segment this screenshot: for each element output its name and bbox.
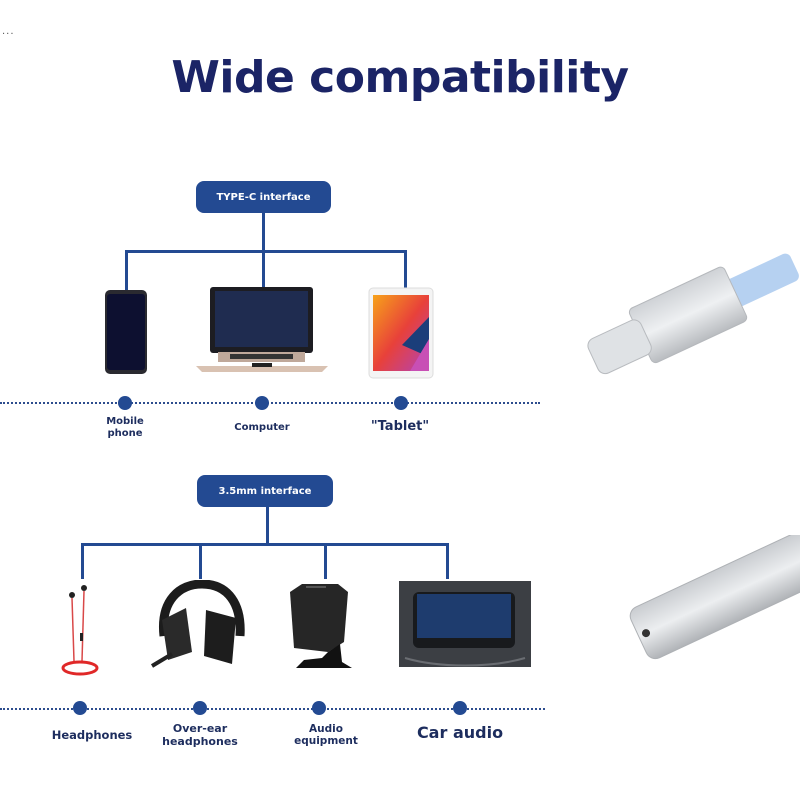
device-label-headphones: Headphones [51,728,133,742]
tree-connector [81,543,84,579]
timeline-node [73,701,87,715]
type-c-connector-product-image [587,253,799,375]
tree-connector [125,250,128,290]
car-stereo-icon [399,581,531,667]
tree-connector [324,543,327,579]
timeline-node [193,701,207,715]
device-label-over-ear-headphones: Over-ear headphones [162,722,238,748]
device-label-audio-equipment: Audio equipment [294,723,358,748]
device-label-tablet: "Tablet" [370,419,430,434]
speaker-icon [290,584,352,668]
timeline-dotted-line [0,402,540,404]
earphones-icon [61,585,99,676]
laptop-icon [196,287,328,372]
audio-interface-label: 3.5mm interface [218,485,312,497]
tablet-icon [368,287,434,379]
tree-connector [262,213,265,251]
tree-connector [404,250,407,288]
type-c-interface-label: TYPE-C interface [216,191,311,203]
corner-mark: ... [2,26,15,37]
tree-connector [81,543,449,546]
device-label-mobile-phone: Mobile phone [106,416,144,439]
tree-connector [262,250,265,288]
page-title: Wide compatibility [171,52,629,103]
over-ear-headphones-icon [150,580,245,668]
audio-jack-product-image [629,535,800,660]
audio-interface-badge: 3.5mm interface [197,475,333,507]
type-c-interface-badge: TYPE-C interface [196,181,331,213]
timeline-node [312,701,326,715]
device-label-computer: Computer [234,422,290,433]
timeline-dotted-line [0,708,545,710]
tree-connector [199,543,202,579]
smartphone-icon [105,290,147,374]
timeline-node [394,396,408,410]
tree-connector [446,543,449,579]
tree-connector [125,250,407,253]
timeline-node [118,396,132,410]
tree-connector [266,507,269,545]
timeline-node [453,701,467,715]
device-label-car-audio: Car audio [416,723,504,742]
timeline-node [255,396,269,410]
